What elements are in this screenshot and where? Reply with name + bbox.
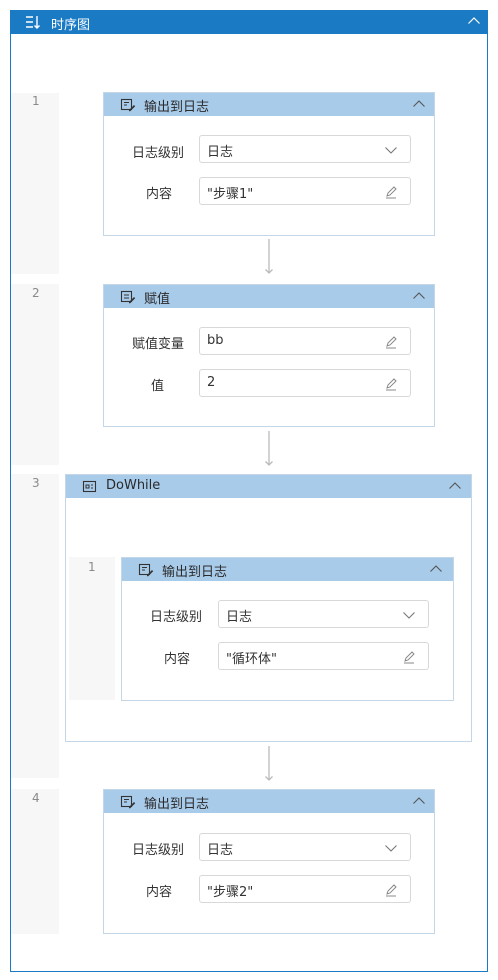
field-value: "步骤2": [207, 885, 254, 900]
chevron-down-icon: [403, 612, 415, 619]
panel-header: 时序图: [11, 11, 487, 34]
field-value: "步骤1": [207, 187, 254, 202]
field-label: 内容: [163, 652, 190, 667]
card-header[interactable]: 输出到日志: [122, 558, 453, 581]
edit-icon[interactable]: [384, 185, 398, 199]
variable-input[interactable]: bb: [199, 327, 411, 355]
field-value: 日志: [207, 843, 234, 858]
log-level-select[interactable]: 日志: [199, 833, 411, 861]
assign-icon: [120, 290, 136, 304]
field-value: 日志: [207, 145, 234, 160]
collapse-card-icon[interactable]: [412, 794, 426, 808]
field-value: "循环体": [226, 652, 277, 667]
field-value: 日志: [226, 610, 253, 625]
edit-icon[interactable]: [384, 335, 398, 349]
card-header[interactable]: 赋值: [104, 285, 434, 308]
step-number: 4: [32, 791, 40, 805]
field-label: 内容: [145, 187, 172, 202]
inner-step-gutter: [69, 557, 115, 700]
collapse-card-icon[interactable]: [448, 479, 462, 493]
card-title: 输出到日志: [144, 797, 210, 812]
content-input[interactable]: "步骤1": [199, 177, 411, 205]
card-header[interactable]: DoWhile: [66, 475, 471, 498]
inner-step-number: 1: [88, 560, 96, 574]
step-gutter: [11, 474, 59, 778]
content-input[interactable]: "步骤2": [199, 875, 411, 903]
step-number: 1: [32, 94, 40, 108]
edit-icon[interactable]: [384, 883, 398, 897]
field-value: 2: [207, 375, 216, 390]
log-icon: [120, 795, 136, 809]
card-header[interactable]: 输出到日志: [104, 790, 434, 813]
step-card-dowhile[interactable]: DoWhile 1 输出到日志 日志级别 日志 内容 "循环体": [65, 474, 472, 742]
edit-icon[interactable]: [384, 377, 398, 391]
card-title: 赋值: [144, 292, 171, 307]
log-icon: [120, 98, 136, 112]
edit-icon[interactable]: [402, 650, 416, 664]
log-icon: [138, 563, 154, 577]
loop-icon: [82, 480, 97, 493]
value-input[interactable]: 2: [199, 369, 411, 397]
step-card-log[interactable]: 输出到日志 日志级别 日志 内容 "步骤1": [103, 92, 435, 236]
flow-arrow: [265, 239, 273, 274]
step-number: 3: [32, 476, 40, 490]
field-label: 日志级别: [131, 843, 184, 858]
step-gutter: [11, 284, 59, 465]
step-card-assign[interactable]: 赋值 赋值变量 bb 值 2: [103, 284, 435, 427]
collapse-card-icon[interactable]: [412, 289, 426, 303]
sequence-icon: [26, 16, 40, 29]
field-label: 内容: [145, 885, 172, 900]
panel-title: 时序图: [51, 18, 91, 33]
step-gutter: [11, 93, 59, 274]
chevron-down-icon: [385, 845, 397, 852]
card-header[interactable]: 输出到日志: [104, 93, 434, 116]
card-title: 输出到日志: [144, 100, 210, 115]
inner-step-card-log[interactable]: 输出到日志 日志级别 日志 内容 "循环体": [121, 557, 454, 701]
field-label: 值: [150, 379, 164, 394]
collapse-panel-icon[interactable]: [467, 14, 481, 28]
content-input[interactable]: "循环体": [218, 642, 429, 670]
step-gutter: [11, 789, 59, 934]
card-title: DoWhile: [106, 478, 161, 493]
flow-arrow: [265, 431, 273, 466]
chevron-down-icon: [385, 147, 397, 154]
step-number: 2: [32, 286, 40, 300]
collapse-card-icon[interactable]: [412, 97, 426, 111]
step-card-log[interactable]: 输出到日志 日志级别 日志 内容 "步骤2": [103, 789, 435, 934]
field-label: 赋值变量: [131, 337, 184, 352]
card-title: 输出到日志: [162, 565, 228, 580]
collapse-card-icon[interactable]: [429, 562, 443, 576]
field-label: 日志级别: [149, 610, 202, 625]
flow-arrow: [265, 746, 273, 781]
field-value: bb: [207, 333, 224, 348]
field-label: 日志级别: [131, 146, 184, 161]
log-level-select[interactable]: 日志: [218, 600, 429, 628]
log-level-select[interactable]: 日志: [199, 135, 411, 163]
